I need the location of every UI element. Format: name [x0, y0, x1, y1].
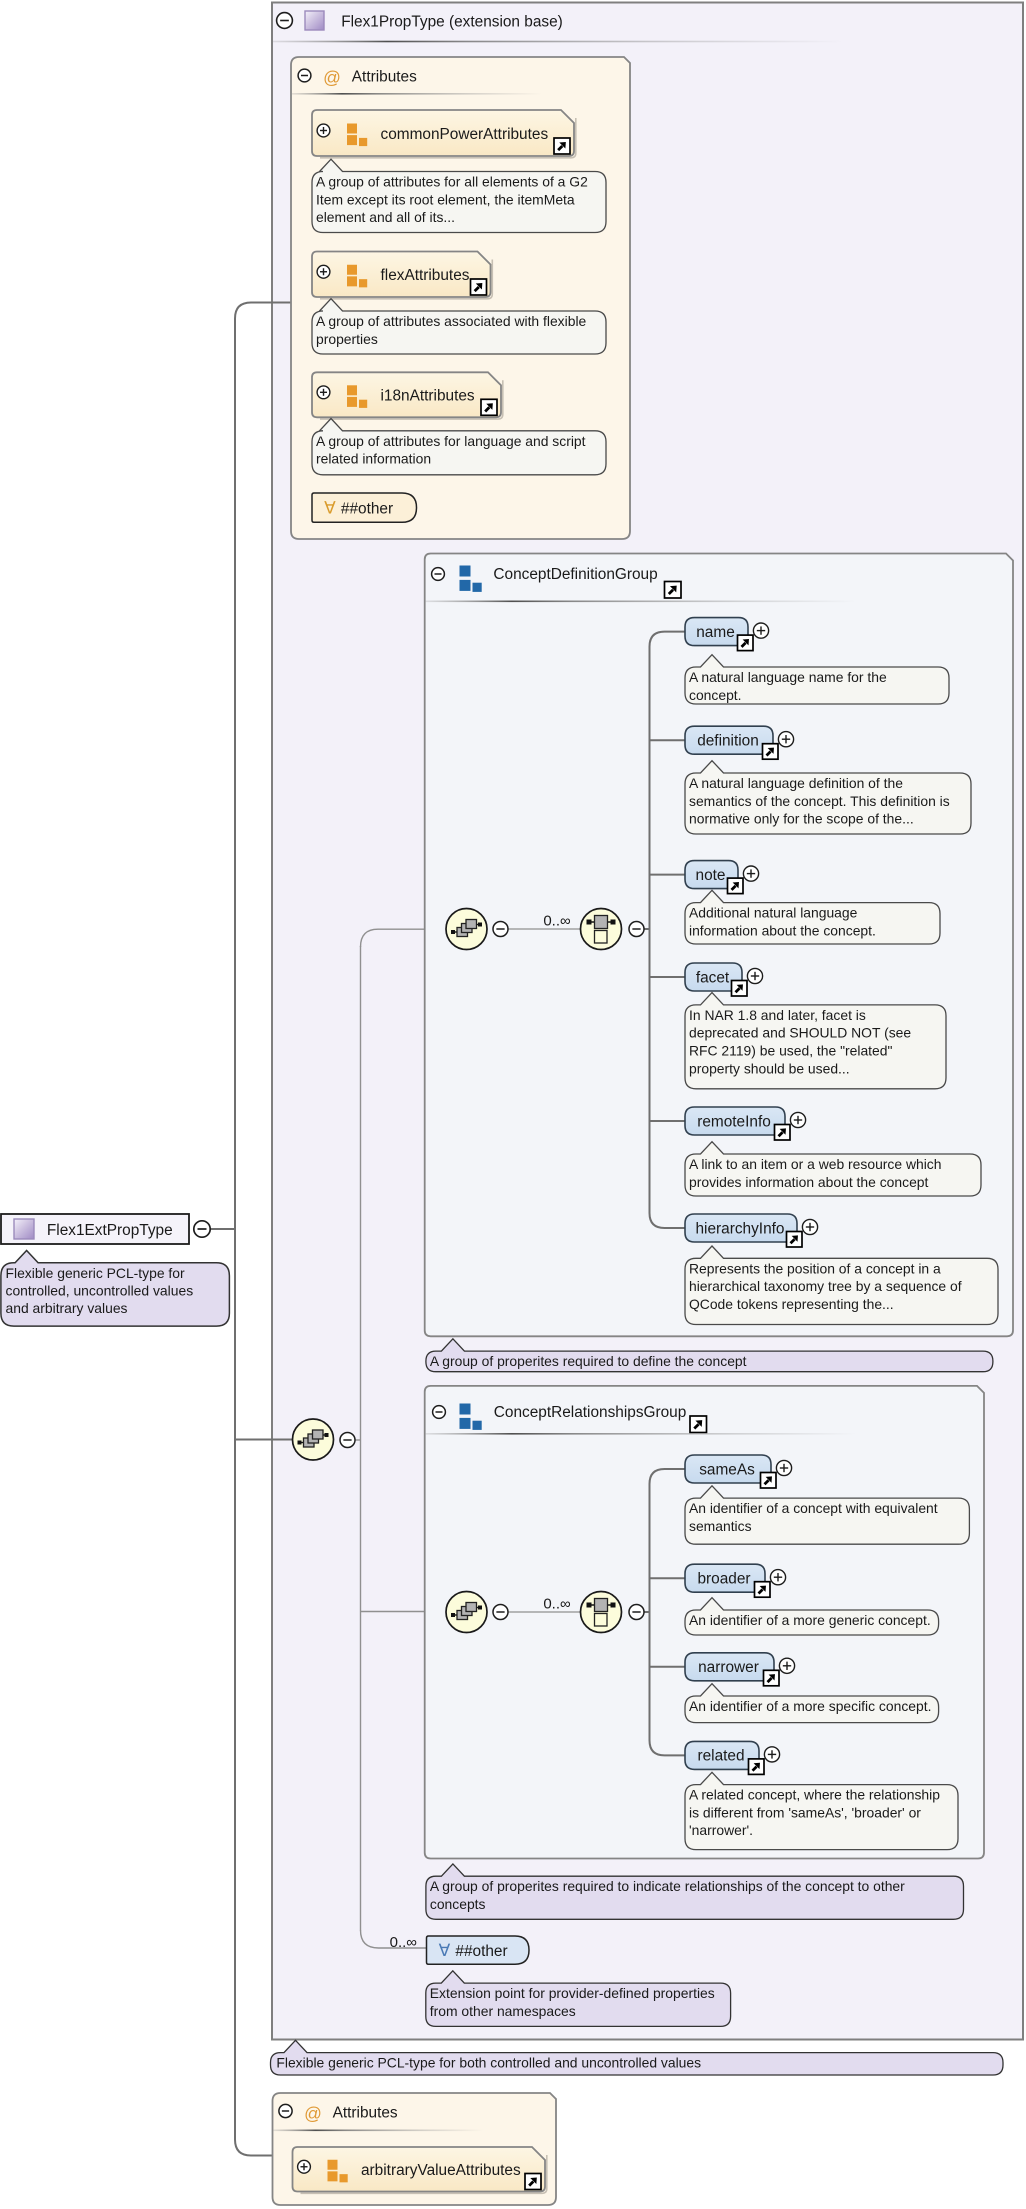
svg-text:An identifier of a concept wit: An identifier of a concept with equivale…	[689, 1500, 938, 1516]
svg-text:A link to an item or a web res: A link to an item or a web resource whic…	[689, 1156, 941, 1172]
svg-text:narrower: narrower	[698, 1659, 759, 1676]
svg-text:Represents the position of a c: Represents the position of a concept in …	[689, 1260, 941, 1276]
svg-text:semantics of the concept. This: semantics of the concept. This definitio…	[689, 793, 950, 809]
svg-text:A natural language definition: A natural language definition of the	[689, 775, 903, 791]
svg-text:A related concept, where the r: A related concept, where the relationshi…	[689, 1787, 940, 1803]
svg-text:information about the concept.: information about the concept.	[689, 922, 876, 938]
svg-text:##other: ##other	[455, 1943, 507, 1960]
svg-text:properties: properties	[316, 331, 378, 347]
svg-text:deprecated and SHOULD NOT (see: deprecated and SHOULD NOT (see	[689, 1025, 911, 1041]
svg-text:Flex1PropType (extension base): Flex1PropType (extension base)	[341, 14, 563, 31]
svg-text:A group of attributes for all: A group of attributes for all elements o…	[316, 174, 588, 190]
svg-text:facet: facet	[696, 969, 730, 986]
svg-text:Flexible generic PCL-type for: Flexible generic PCL-type for	[6, 1265, 185, 1281]
svg-text:'narrower'.: 'narrower'.	[689, 1822, 753, 1838]
svg-text:commonPowerAttributes: commonPowerAttributes	[381, 126, 549, 143]
svg-text:A group of properites required: A group of properites required to indica…	[430, 1878, 905, 1894]
svg-text:related information: related information	[316, 451, 431, 467]
svg-text:broader: broader	[697, 1571, 750, 1588]
svg-text:provides information about the: provides information about the concept	[689, 1174, 929, 1190]
svg-text:Flexible generic PCL-type for: Flexible generic PCL-type for both contr…	[276, 2055, 701, 2071]
svg-text:note: note	[696, 867, 726, 884]
svg-text:An identifier of a more generi: An identifier of a more generic concept.	[689, 1612, 931, 1628]
svg-text:A natural language name for th: A natural language name for the	[689, 669, 887, 685]
svg-text:name: name	[696, 624, 735, 641]
svg-text:In NAR 1.8 and later, facet is: In NAR 1.8 and later, facet is	[689, 1007, 866, 1023]
svg-text:concept.: concept.	[689, 687, 742, 703]
svg-text:∀: ∀	[324, 499, 336, 518]
svg-text:##other: ##other	[341, 501, 393, 518]
svg-text:A group of attributes for lang: A group of attributes for language and s…	[316, 433, 586, 449]
svg-text:element and all of its...: element and all of its...	[316, 209, 455, 225]
svg-text:hierarchical taxonomy tree by: hierarchical taxonomy tree by a sequence…	[689, 1278, 962, 1294]
svg-text:0..∞: 0..∞	[390, 1934, 418, 1951]
svg-text:remoteInfo: remoteInfo	[697, 1113, 771, 1130]
svg-text:Additional natural language: Additional natural language	[689, 905, 858, 921]
svg-text:related: related	[697, 1748, 744, 1765]
svg-text:controlled, uncontrolled value: controlled, uncontrolled values	[6, 1282, 194, 1298]
svg-text:A group of properites required: A group of properites required to define…	[430, 1353, 747, 1369]
svg-text:0..∞: 0..∞	[543, 1596, 571, 1613]
svg-text:property should be used...: property should be used...	[689, 1060, 850, 1076]
svg-text:Item except its root element,: Item except its root element, the itemMe…	[316, 191, 575, 207]
svg-text:from other namespaces: from other namespaces	[430, 2003, 576, 2019]
svg-text:and arbitrary values: and arbitrary values	[6, 1300, 128, 1316]
svg-text:@: @	[304, 2104, 322, 2124]
svg-text:arbitraryValueAttributes: arbitraryValueAttributes	[361, 2162, 521, 2179]
svg-text:Extension point for provider-d: Extension point for provider-defined pro…	[430, 1985, 715, 2001]
svg-text:semantics: semantics	[689, 1518, 752, 1534]
svg-text:QCode tokens representing the.: QCode tokens representing the...	[689, 1296, 894, 1312]
svg-text:An identifier of a more specif: An identifier of a more specific concept…	[689, 1698, 931, 1714]
svg-text:∀: ∀	[439, 1941, 451, 1960]
svg-text:is different from 'sameAs', 'b: is different from 'sameAs', 'broader' or	[689, 1804, 921, 1820]
svg-text:ConceptRelationshipsGroup: ConceptRelationshipsGroup	[494, 1404, 687, 1421]
svg-text:Attributes: Attributes	[352, 69, 417, 86]
svg-text:hierarchyInfo: hierarchyInfo	[696, 1220, 785, 1237]
svg-text:Flex1ExtPropType: Flex1ExtPropType	[47, 1222, 173, 1239]
svg-text:0..∞: 0..∞	[543, 913, 571, 930]
svg-text:@: @	[323, 68, 341, 88]
svg-text:concepts: concepts	[430, 1896, 486, 1912]
svg-text:i18nAttributes: i18nAttributes	[381, 388, 475, 405]
svg-text:A group of attributes associat: A group of attributes associated with fl…	[316, 313, 587, 329]
svg-text:Attributes: Attributes	[333, 2105, 398, 2122]
svg-text:RFC 2119) be used, the "relate: RFC 2119) be used, the "related"	[689, 1043, 892, 1059]
svg-text:flexAttributes: flexAttributes	[381, 267, 470, 284]
svg-text:definition: definition	[697, 733, 759, 750]
svg-text:normative only for the scope o: normative only for the scope of the...	[689, 811, 914, 827]
svg-text:sameAs: sameAs	[699, 1461, 755, 1478]
svg-text:ConceptDefinitionGroup: ConceptDefinitionGroup	[493, 566, 657, 583]
